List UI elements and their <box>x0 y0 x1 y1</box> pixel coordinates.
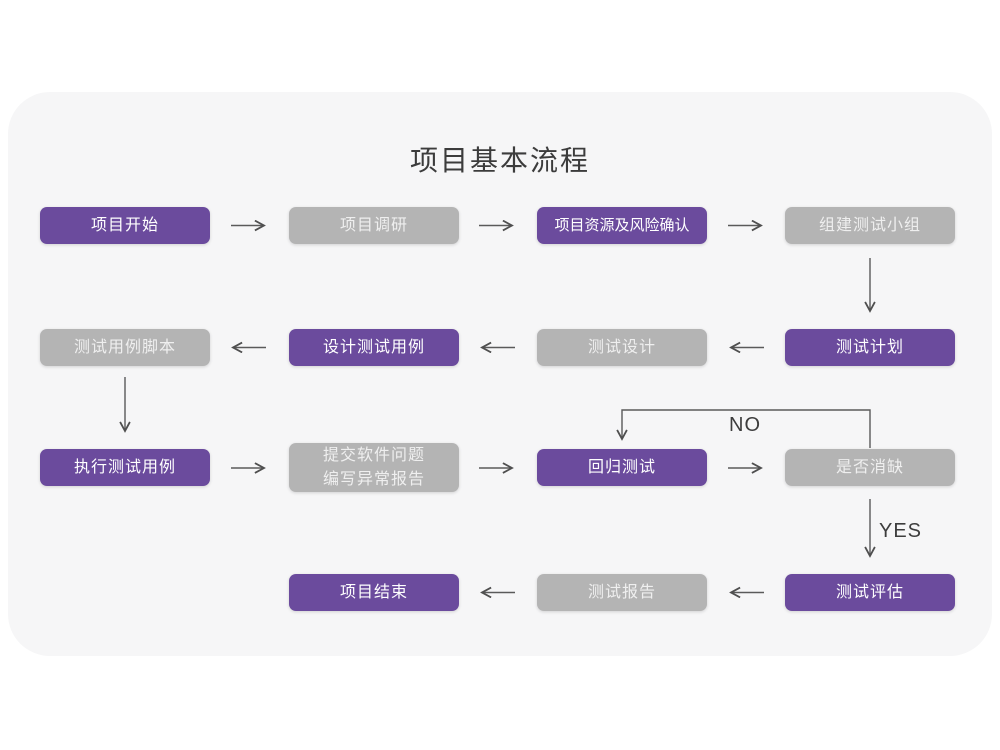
node-project-end: 项目结束 <box>289 574 459 611</box>
flowchart-card <box>8 92 992 656</box>
node-build-test-team: 组建测试小组 <box>785 207 955 244</box>
node-defect-resolved: 是否消缺 <box>785 449 955 486</box>
node-resources-risk-confirm: 项目资源及风险确认 <box>537 207 707 244</box>
edge-label-yes: YES <box>879 520 923 542</box>
node-regression-test: 回归测试 <box>537 449 707 486</box>
node-project-survey: 项目调研 <box>289 207 459 244</box>
page-title: 项目基本流程 <box>409 145 590 176</box>
node-submit-issue-report: 提交软件问题 编写异常报告 <box>289 443 459 492</box>
node-project-start: 项目开始 <box>40 207 210 244</box>
node-test-case-scripts: 测试用例脚本 <box>40 329 210 366</box>
node-design-test-cases: 设计测试用例 <box>289 329 459 366</box>
edge-label-no: NO <box>729 414 761 436</box>
node-test-plan: 测试计划 <box>785 329 955 366</box>
node-test-evaluation: 测试评估 <box>785 574 955 611</box>
node-test-design: 测试设计 <box>537 329 707 366</box>
node-test-report: 测试报告 <box>537 574 707 611</box>
node-execute-test-cases: 执行测试用例 <box>40 449 210 486</box>
